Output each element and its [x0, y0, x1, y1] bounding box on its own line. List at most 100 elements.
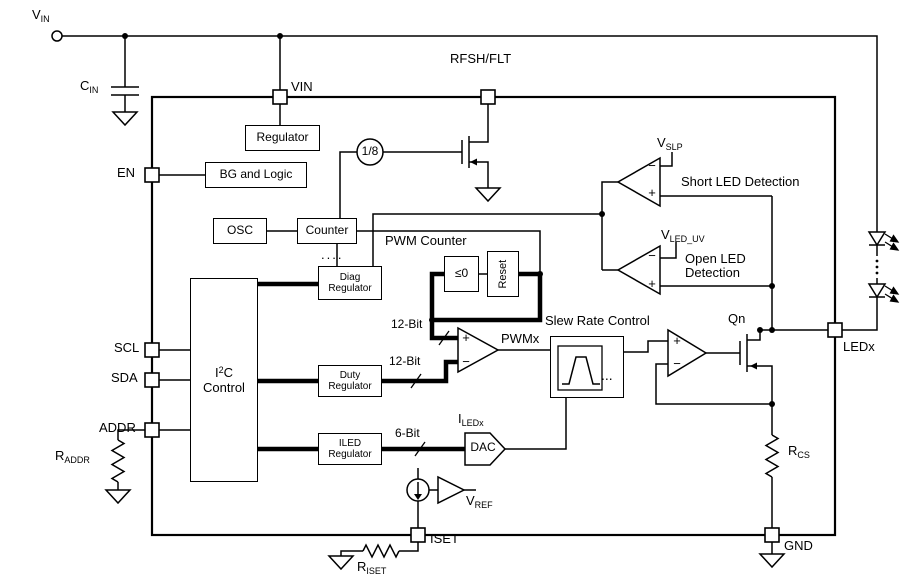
- raddr-resistor-icon: [110, 439, 126, 483]
- vleduv-label: VLED_UV: [661, 228, 705, 244]
- vin-pin: [272, 89, 288, 105]
- raddr-sub: ADDR: [64, 455, 90, 465]
- driver-amp-minus-sign: −: [673, 356, 681, 371]
- short-det-minus-sign: −: [648, 158, 656, 173]
- cin-sub: IN: [89, 85, 99, 95]
- ground-symbols: [104, 111, 786, 571]
- iledx-label: ILEDx: [458, 412, 484, 428]
- diag-channels-dots: ....: [321, 247, 344, 262]
- ground-icon-rfsh: [474, 187, 502, 203]
- ledx-pin-label: LEDx: [843, 339, 875, 354]
- le-zero-block: ≤0: [444, 256, 479, 292]
- vslp-base: V: [657, 135, 666, 150]
- dac-output-wire: [505, 398, 567, 450]
- ledx-pin: [827, 322, 843, 338]
- open-led-detection-line1: Open LED: [685, 251, 746, 266]
- pwmx-label: PWMx: [501, 331, 540, 346]
- rcs-sub: CS: [797, 450, 810, 460]
- rfsh-flt-pin-label: RFSH/FLT: [450, 51, 512, 66]
- vin-src-sub: IN: [40, 14, 50, 24]
- reset-block: Reset: [487, 251, 519, 297]
- vin-source-label: VIN: [32, 8, 50, 24]
- raddr-label: RADDR: [55, 449, 90, 465]
- slew-output-wire: [624, 340, 668, 353]
- rfsh-mosfet-arrow: [470, 158, 477, 166]
- led-icon-1: [867, 231, 887, 247]
- duty-line1: Duty: [339, 369, 361, 381]
- current-source-arrow: [414, 482, 422, 500]
- feedback-wire: [655, 363, 772, 405]
- vref-sub: REF: [474, 500, 493, 510]
- rfsh-flt-pin: [480, 89, 496, 105]
- rcs-resistor-icon: [764, 434, 780, 478]
- addr-pin: [144, 422, 160, 438]
- i2c-pin-wires: [159, 349, 190, 431]
- duty-12bit-bus: [382, 359, 458, 384]
- vin-terminal-circle: [51, 30, 63, 42]
- counter-to-pwmcounter-wire: [357, 230, 541, 274]
- iledx-sub: LEDx: [461, 418, 484, 428]
- divider-to-counter-wire: [339, 151, 357, 218]
- vin-net-wire: [62, 35, 878, 232]
- regulator-label: Regulator: [256, 130, 309, 145]
- i2c-line2: Control: [203, 379, 245, 395]
- slew-glyph: [557, 345, 603, 391]
- reset-label: Reset: [496, 259, 509, 289]
- vref-buffer-icon: [437, 475, 466, 505]
- diag-line2: Regulator: [328, 283, 372, 294]
- iset-internal-wire: [417, 468, 476, 528]
- open-led-detection-line2: Detection: [685, 265, 740, 280]
- osc-block: OSC: [213, 218, 267, 244]
- ground-icon-gnd: [758, 553, 786, 569]
- pwm-comp-minus-sign: −: [462, 354, 470, 369]
- i2c-control-label: I2C Control: [203, 365, 245, 395]
- rcs-base: R: [788, 443, 798, 458]
- detection-output-wires: [372, 181, 618, 271]
- led-string: [867, 231, 887, 299]
- iled-line1: ILED: [338, 437, 362, 449]
- bg-logic-block: BG and Logic: [205, 162, 307, 188]
- i2c-control-block: I2C Control: [190, 278, 258, 482]
- trapezoid-pulse-icon: [562, 356, 600, 385]
- short-det-plus-sign: +: [648, 185, 656, 200]
- qn-mosfet-arrow: [750, 362, 757, 370]
- open-det-comparator-icon: [616, 244, 661, 296]
- cin-capacitor-icon: [111, 36, 139, 112]
- osc-label: OSC: [226, 223, 253, 238]
- slash-6bit: [414, 441, 426, 457]
- bg-logic-label: BG and Logic: [219, 167, 293, 182]
- ground-icon-cin: [111, 111, 139, 127]
- scl-pin-label: SCL: [114, 340, 140, 355]
- ground-icon-raddr: [104, 489, 132, 505]
- led-string-dots: [875, 259, 879, 275]
- le-zero-label: ≤0: [454, 266, 469, 281]
- slash-12bit-top: [438, 330, 450, 346]
- junction-dots: [122, 33, 775, 407]
- sda-pin-label: SDA: [111, 370, 138, 385]
- regulator-block: Regulator: [245, 125, 320, 151]
- raddr-wire: [117, 429, 145, 490]
- iled-regulator-block: ILED Regulator: [318, 433, 382, 465]
- short-det-input-wires: [660, 152, 772, 197]
- i2c-sup: 2: [218, 364, 224, 375]
- bit6-label: 6-Bit: [395, 426, 420, 440]
- slash-12bit-bottom: [410, 373, 422, 389]
- pwm-counter-label: PWM Counter: [385, 233, 467, 248]
- vref-label: VREF: [466, 494, 493, 510]
- gnd-pin-label: GND: [784, 538, 813, 553]
- i2c-base2: C: [223, 364, 233, 380]
- duty-regulator-block: Duty Regulator: [318, 365, 382, 397]
- led-icon-2: [867, 283, 887, 299]
- dac-shape: [464, 432, 507, 466]
- cin-base: C: [80, 78, 90, 93]
- vslp-sub: SLP: [665, 142, 683, 152]
- iset-pin: [410, 527, 426, 543]
- resistors: [110, 434, 780, 559]
- rcs-label: RCS: [788, 444, 810, 460]
- vleduv-sub: LED_UV: [669, 234, 705, 244]
- vslp-label: VSLP: [657, 136, 683, 152]
- mosfet-arrows: [470, 158, 757, 370]
- i2c-line1: I2C: [203, 365, 245, 381]
- riset-label: RISET: [357, 560, 386, 576]
